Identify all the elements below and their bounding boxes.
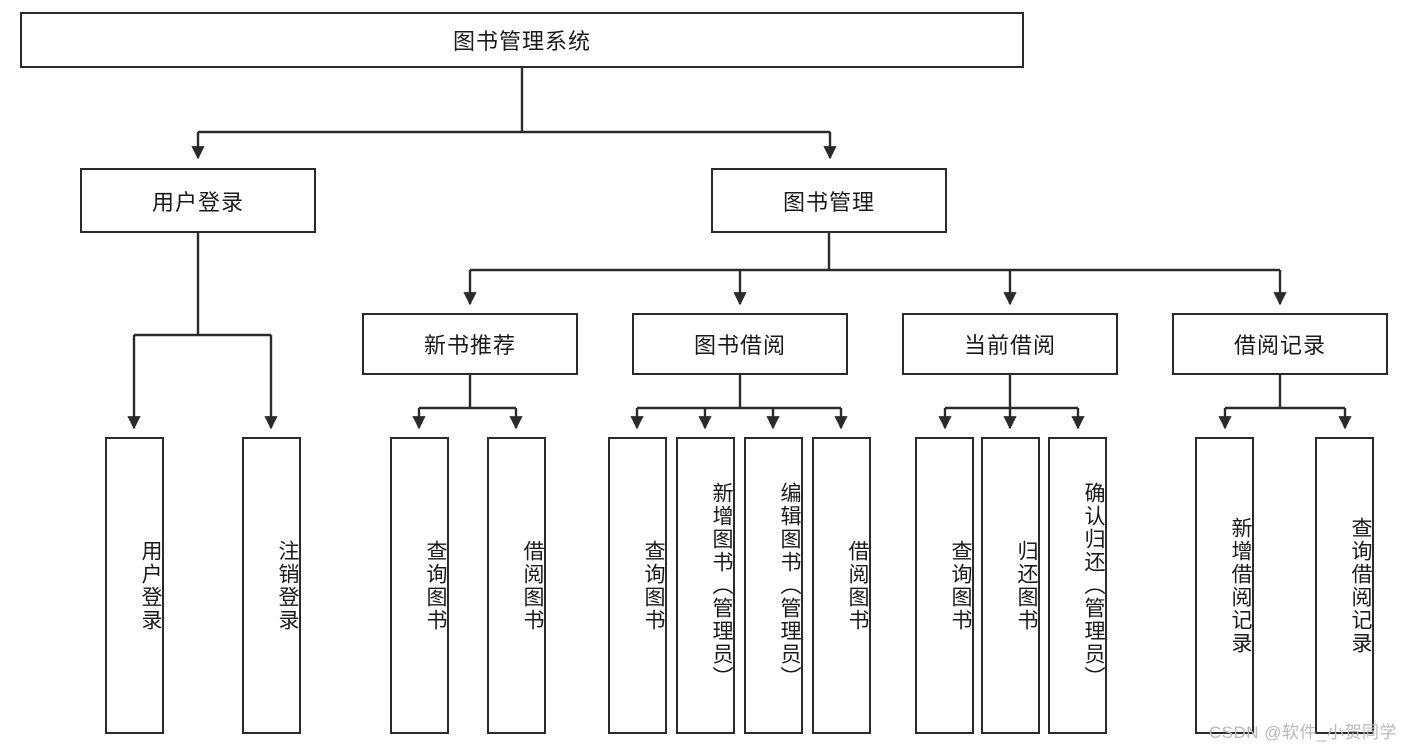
node-leaf-add-book-admin[interactable]: 新增图书（管理员）: [676, 437, 735, 734]
node-label: 借阅记录: [1233, 333, 1326, 358]
node-label: 新增借阅记录: [1229, 516, 1252, 655]
node-leaf-query-book-borrow[interactable]: 查询图书: [608, 437, 667, 734]
node-label: 新增图书（管理员）: [710, 482, 733, 689]
node-leaf-logout[interactable]: 注销登录: [242, 437, 301, 734]
node-label: 归还图书: [1015, 539, 1038, 632]
node-leaf-query-borrow-record[interactable]: 查询借阅记录: [1315, 437, 1374, 734]
node-leaf-edit-book-admin[interactable]: 编辑图书（管理员）: [744, 437, 803, 734]
watermark: CSDN @软件_小贺同学: [1208, 723, 1397, 742]
node-leaf-query-book-recommend[interactable]: 查询图书: [390, 437, 449, 734]
node-user-login[interactable]: 用户登录: [80, 168, 316, 233]
node-label: 借阅图书: [521, 539, 544, 632]
node-leaf-add-borrow-record[interactable]: 新增借阅记录: [1195, 437, 1254, 734]
node-label: 当前借阅: [963, 333, 1056, 358]
node-label: 图书管理系统: [452, 29, 591, 54]
node-leaf-query-book-current[interactable]: 查询图书: [915, 437, 974, 734]
node-leaf-borrow-book[interactable]: 借阅图书: [812, 437, 871, 734]
node-label: 注销登录: [276, 539, 299, 632]
node-label: 查询图书: [949, 539, 972, 632]
node-book-management-system[interactable]: 图书管理系统: [20, 12, 1024, 68]
node-label: 用户登录: [139, 539, 162, 632]
node-leaf-confirm-return-admin[interactable]: 确认归还（管理员）: [1048, 437, 1107, 734]
node-label: 确认归还（管理员）: [1082, 482, 1105, 689]
node-new-book-recommend[interactable]: 新书推荐: [362, 313, 578, 375]
node-leaf-return-book[interactable]: 归还图书: [981, 437, 1040, 734]
node-current-borrow[interactable]: 当前借阅: [902, 313, 1118, 375]
node-leaf-user-login[interactable]: 用户登录: [105, 437, 164, 734]
node-label: 查询图书: [424, 539, 447, 632]
node-label: 查询借阅记录: [1349, 516, 1372, 655]
node-label: 用户登录: [151, 189, 244, 215]
node-borrow-record[interactable]: 借阅记录: [1172, 313, 1388, 375]
node-label: 新书推荐: [423, 333, 516, 358]
node-label: 借阅图书: [846, 539, 869, 632]
node-label: 图书借阅: [693, 333, 786, 358]
node-leaf-borrow-book-recommend[interactable]: 借阅图书: [487, 437, 546, 734]
node-label: 图书管理: [782, 189, 875, 215]
node-label: 查询图书: [642, 539, 665, 632]
node-book-borrow[interactable]: 图书借阅: [632, 313, 848, 375]
node-label: 编辑图书（管理员）: [778, 482, 801, 689]
node-book-management[interactable]: 图书管理: [711, 168, 947, 233]
